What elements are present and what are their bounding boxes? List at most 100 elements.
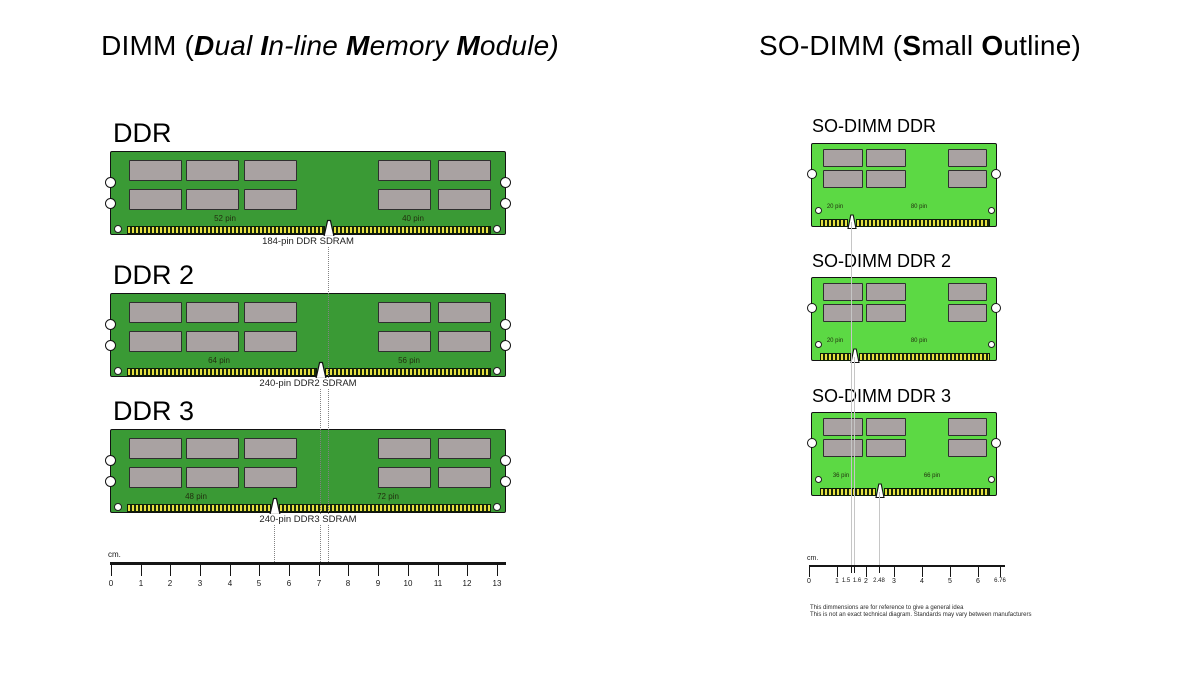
memory-chip: [186, 331, 239, 352]
ruler-tick-label: 5: [948, 578, 952, 585]
memory-chip: [866, 149, 906, 167]
notch-guide-line: [879, 492, 880, 565]
mounting-hole: [114, 225, 122, 233]
memory-chip: [244, 331, 297, 352]
edge-notch: [105, 476, 116, 487]
ruler-tick-label: 9: [375, 579, 381, 588]
edge-notch: [105, 198, 116, 209]
ruler-tick-label: 1: [835, 578, 839, 585]
ddr3-label: DDR 3: [113, 396, 195, 426]
ruler-tick-label: 2: [864, 578, 868, 585]
pin-count-label: 56 pin: [398, 356, 420, 365]
pin-count-label: 40 pin: [402, 214, 424, 223]
ruler-tick: [319, 564, 320, 576]
ruler-minor-tick: [851, 567, 852, 573]
ddr-label: DDR: [113, 118, 172, 148]
pin-strip: [884, 488, 990, 496]
edge-notch: [807, 438, 817, 448]
ruler-tick-label: 6: [286, 579, 292, 588]
memory-chip: [244, 467, 297, 488]
notch-guide-line: [854, 357, 855, 565]
ruler-tick-label: 7: [316, 579, 322, 588]
ruler-tick: [837, 567, 838, 577]
memory-chip: [823, 439, 863, 457]
pin-count-label: 64 pin: [208, 356, 230, 365]
memory-chip: [823, 149, 863, 167]
memory-chip: [129, 189, 182, 210]
ruler-tick-label: 0: [108, 579, 114, 588]
sodimm-ddr2-module: 20 pin 80 pin: [807, 277, 1001, 363]
ruler-tick-label: 11: [433, 579, 443, 588]
memory-chip: [948, 283, 987, 301]
memory-chip: [948, 418, 987, 436]
ruler-tick: [894, 567, 895, 577]
edge-notch: [500, 319, 511, 330]
memory-chip: [244, 189, 297, 210]
ddr-caption: 184-pin DDR SDRAM: [110, 236, 506, 247]
pin-strip: [856, 219, 990, 227]
pin-count-label: 66 pin: [923, 473, 941, 479]
ruler-end-label: 6.76: [994, 578, 1006, 584]
edge-notch: [500, 455, 511, 466]
key-notch: [269, 497, 281, 515]
edge-notch: [500, 340, 511, 351]
memory-chip: [823, 170, 863, 188]
disclaimer-line-2: This is not an exact technical diagram. …: [810, 612, 1032, 618]
edge-notch: [991, 438, 1001, 448]
ruler-tick-label: 6: [976, 578, 980, 585]
pin-count-label: 48 pin: [185, 492, 207, 501]
memory-chip: [866, 418, 906, 436]
ddr3-caption: 240-pin DDR3 SDRAM: [110, 514, 506, 525]
pin-strip: [279, 504, 491, 512]
memory-chip: [438, 189, 491, 210]
key-notch: [875, 483, 885, 498]
pin-count-label: 80 pin: [910, 338, 928, 344]
ruler-tick: [259, 564, 260, 576]
ruler-tick-label: 12: [462, 579, 472, 588]
edge-notch: [500, 476, 511, 487]
ruler-tick: [809, 567, 810, 577]
sodimm-ddr2-label: SO-DIMM DDR 2: [812, 251, 951, 271]
memory-chip: [378, 160, 431, 181]
pin-count-label: 52 pin: [214, 214, 236, 223]
ruler-line: [809, 565, 1005, 567]
ruler-minor-label: 1.5: [841, 578, 851, 584]
pin-count-label: 20 pin: [826, 338, 844, 344]
ruler-minor-label: 2.48: [873, 578, 885, 584]
memory-chip: [186, 467, 239, 488]
edge-notch: [500, 177, 511, 188]
ruler-unit-label: cm.: [807, 555, 819, 562]
memory-chip: [129, 302, 182, 323]
ruler-unit-label: cm.: [108, 550, 121, 559]
mounting-hole: [114, 367, 122, 375]
ddr2-module: 64 pin 56 pin: [105, 293, 511, 379]
ruler-line: [110, 562, 506, 565]
memory-chip: [438, 331, 491, 352]
ddr2-label: DDR 2: [113, 260, 195, 290]
memory-chip: [244, 438, 297, 459]
memory-chip: [186, 160, 239, 181]
edge-notch: [807, 303, 817, 313]
memory-chip: [129, 438, 182, 459]
ruler-tick-label: 2: [167, 579, 173, 588]
ruler-tick: [978, 567, 979, 577]
ruler-tick: [230, 564, 231, 576]
notch-guide-line: [320, 378, 321, 562]
memory-chip: [378, 189, 431, 210]
memory-chip: [438, 160, 491, 181]
pin-strip: [127, 226, 325, 234]
mounting-hole: [493, 225, 501, 233]
memory-chip: [378, 331, 431, 352]
pin-count-label: 36 pin: [832, 473, 850, 479]
title-text: SO-DIMM (: [758, 30, 903, 61]
memory-chip: [866, 170, 906, 188]
mounting-hole: [815, 341, 822, 348]
memory-chip: [866, 439, 906, 457]
memory-chip: [438, 438, 491, 459]
memory-chip: [186, 438, 239, 459]
ruler-tick: [408, 564, 409, 576]
sodimm-ddr-label: SO-DIMM DDR: [812, 116, 936, 136]
ruler-tick: [438, 564, 439, 576]
title-italic-part: Dual In-line Memory Module): [194, 30, 559, 61]
sodimm-ddr3-module: 36 pin 66 pin: [807, 412, 1001, 498]
